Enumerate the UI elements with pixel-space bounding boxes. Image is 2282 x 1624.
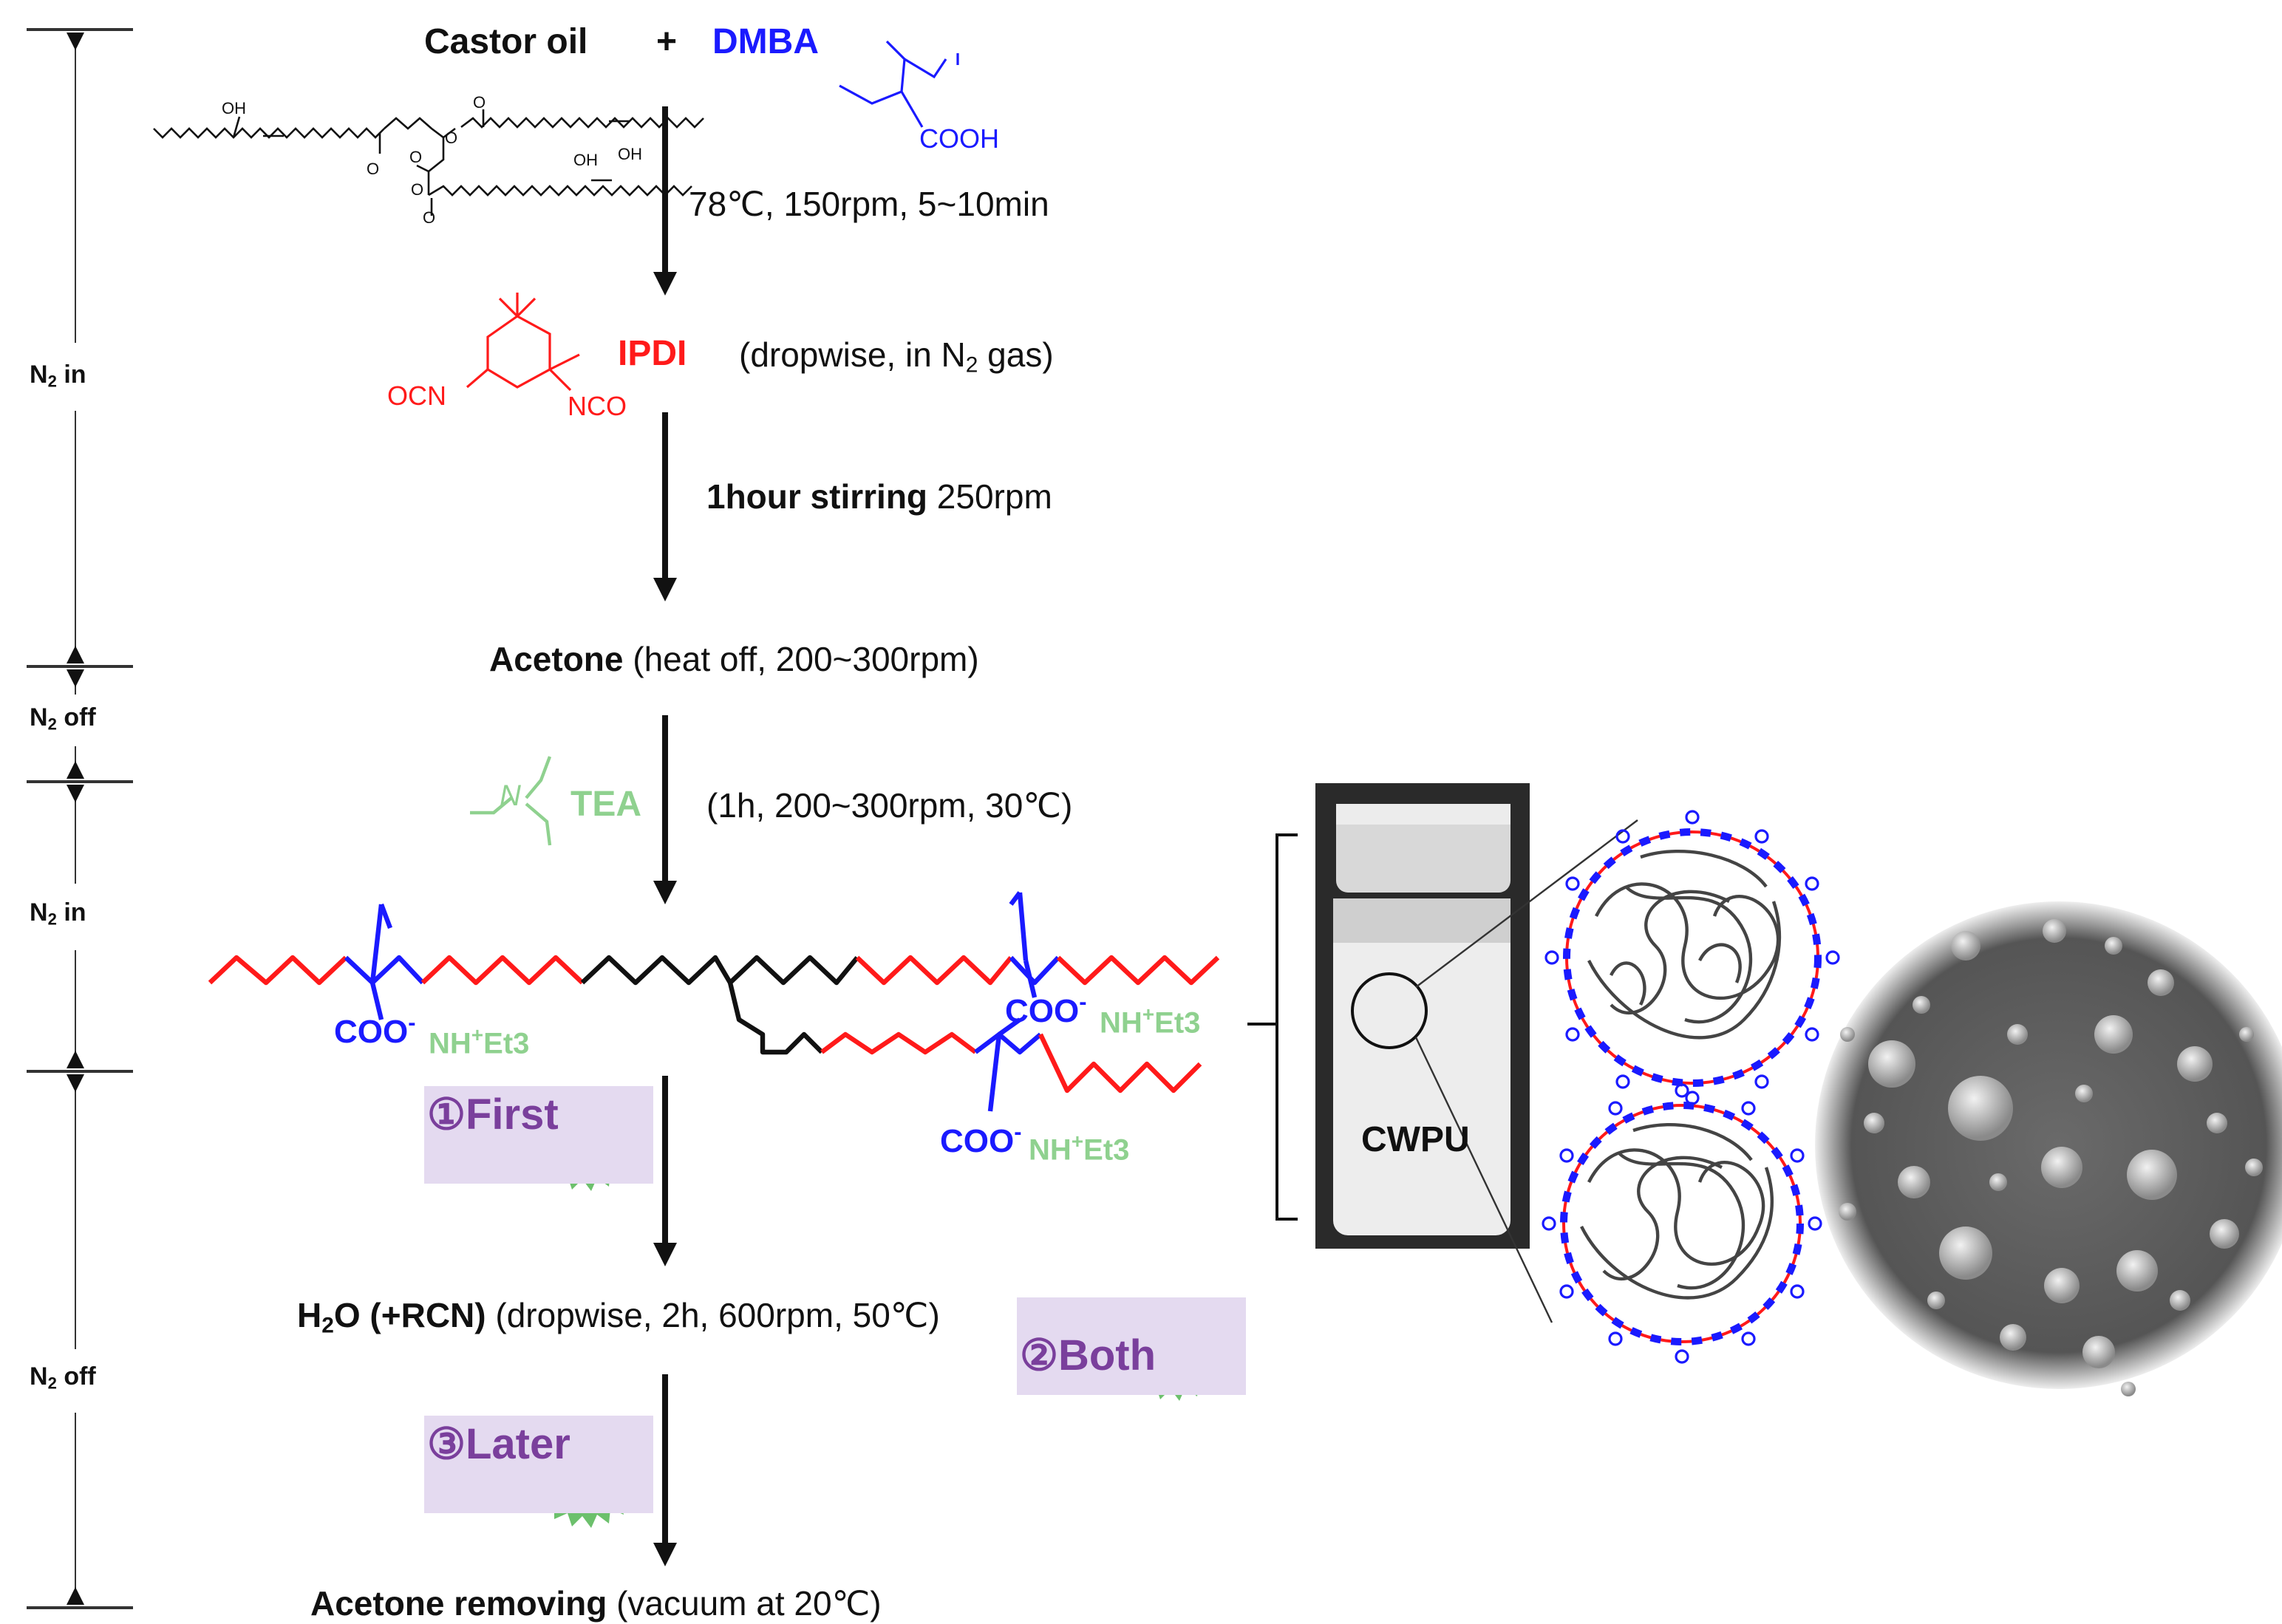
svg-text:O: O: [411, 180, 423, 199]
step6-text: H2O (+RCN) (dropwise, 2h, 600rpm, 50℃): [297, 1296, 940, 1339]
coo-label-1: COO-: [334, 1011, 416, 1050]
tea-n-label: N: [500, 780, 521, 813]
tea-label: TEA: [570, 785, 641, 825]
badge-later-bg: [424, 1416, 653, 1513]
badge-first: ①First: [427, 1092, 559, 1139]
castor-oil-label: Castor oil: [424, 22, 588, 62]
bracket: [1247, 833, 1298, 1221]
n2-in-label-2: N2 in: [30, 898, 86, 929]
svg-text:O: O: [367, 160, 379, 178]
badge-both-bg: [1017, 1297, 1246, 1395]
plus-sign: +: [656, 22, 678, 62]
badge-later: ③Later: [427, 1422, 570, 1469]
step4-text: Acetone (heat off, 200~300rpm): [489, 640, 979, 678]
nco-label: NCO: [568, 392, 627, 421]
svg-text:O: O: [423, 208, 435, 227]
vial-photo: [1315, 783, 1530, 1249]
step5-condition: (1h, 200~300rpm, 30℃): [706, 786, 1073, 825]
badge-first-bg: [424, 1086, 653, 1184]
particle-top: [1544, 810, 1840, 1105]
ipdi-condition: (dropwise, in N2 gas): [739, 335, 1054, 378]
step7-text: Acetone removing (vacuum at 20℃): [310, 1584, 882, 1623]
oh-label: OH: [222, 99, 246, 117]
n2-off-label-1: N2 off: [30, 703, 96, 734]
n2-in-label-1: N2 in: [30, 361, 86, 392]
ipdi-structure: [466, 293, 580, 392]
svg-text:O: O: [473, 93, 486, 112]
coo-label-3: COO-: [940, 1120, 1022, 1159]
ipdi-label: IPDI: [618, 334, 687, 374]
svg-text:O: O: [409, 148, 422, 166]
timeline: [27, 28, 133, 1609]
nh-label-3: NH+Et3: [1029, 1129, 1130, 1167]
ocn-label: OCN: [387, 381, 446, 411]
svg-text:OH: OH: [573, 151, 598, 169]
coo-label-2: COO-: [1005, 990, 1087, 1029]
step1-condition: 78℃, 150rpm, 5~10min: [689, 185, 1049, 223]
badge-both: ②Both: [1020, 1333, 1157, 1380]
n2-off-label-2: N2 off: [30, 1362, 96, 1393]
nh-label-2: NH+Et3: [1100, 1002, 1201, 1040]
castor-oil-structure: [153, 109, 704, 216]
particle-bottom: [1542, 1083, 1822, 1364]
cwpu-label: CWPU: [1361, 1120, 1470, 1160]
step3-text: 1hour stirring 250rpm: [706, 477, 1052, 516]
nh-label-1: NH+Et3: [429, 1023, 530, 1061]
tea-structure: [470, 756, 552, 846]
sem-image: [1815, 901, 2282, 1396]
dmba-label: DMBA: [712, 22, 819, 62]
cooh-label: COOH: [919, 124, 999, 154]
dmba-structure: [839, 40, 959, 128]
polymer-structure: [208, 891, 1220, 1112]
svg-text:O: O: [445, 129, 457, 147]
zoom-lines: [1414, 819, 1638, 1323]
svg-text:OH: OH: [618, 145, 642, 163]
